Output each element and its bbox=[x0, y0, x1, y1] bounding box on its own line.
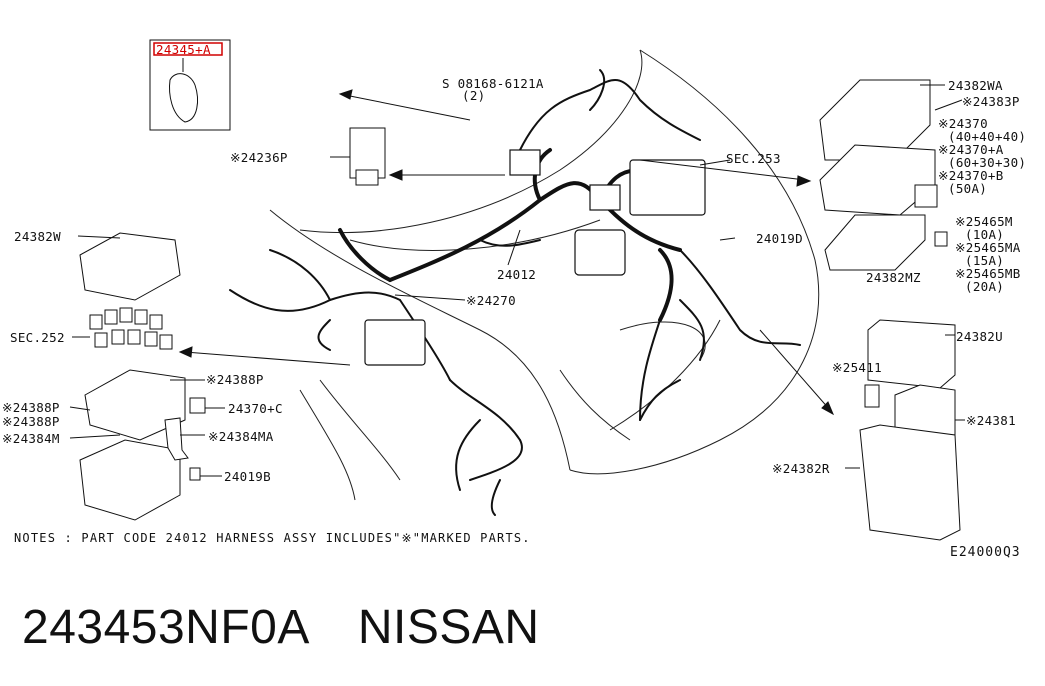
wiring-harness-diagram bbox=[69, 39, 965, 541]
relay-24370c bbox=[189, 397, 206, 414]
label-24012[interactable]: 24012 bbox=[497, 267, 537, 282]
fuse-box-engine bbox=[629, 159, 706, 216]
label-24382u[interactable]: 24382U bbox=[956, 329, 1003, 344]
label-sec253[interactable]: SEC.253 bbox=[726, 151, 781, 166]
harness-branch-left bbox=[229, 289, 401, 312]
diagram-notes: NOTES : PART CODE 24012 HARNESS ASSY INC… bbox=[14, 531, 531, 545]
label-25465m[interactable]: ※25465M bbox=[955, 214, 1013, 229]
label-24388p-left1[interactable]: ※24388P bbox=[2, 400, 60, 415]
arrow-to-sec252 bbox=[184, 351, 351, 366]
cover-24382u bbox=[867, 319, 956, 389]
label-08168-qty: (2) bbox=[462, 88, 486, 103]
label-24382wa[interactable]: 24382WA bbox=[948, 78, 1003, 93]
fuse-24370b bbox=[914, 184, 938, 208]
label-24381[interactable]: ※24381 bbox=[966, 413, 1016, 428]
label-24370a[interactable]: ※24370+A bbox=[938, 142, 1004, 157]
label-24236p[interactable]: ※24236P bbox=[230, 150, 288, 165]
label-24370c[interactable]: 24370+C bbox=[228, 401, 283, 416]
fuse-block-24382mz bbox=[824, 214, 926, 271]
label-sec252[interactable]: SEC.252 bbox=[10, 330, 65, 345]
block-24388p bbox=[84, 369, 186, 441]
body-outline-dash bbox=[619, 321, 706, 361]
body-outline-lower2 bbox=[319, 379, 401, 481]
bracket-24384ma bbox=[164, 417, 189, 461]
body-outline-lower bbox=[299, 389, 356, 501]
label-24382r[interactable]: ※24382R bbox=[772, 461, 830, 476]
part-caption: 243453NF0A NISSAN bbox=[22, 600, 540, 655]
frame-24384m bbox=[79, 439, 181, 521]
bolt-24019b bbox=[189, 467, 201, 481]
label-25465m-amp: (10A) bbox=[965, 227, 1005, 242]
label-24345a[interactable]: 24345+A bbox=[156, 42, 211, 57]
label-25465mb-amp: (20A) bbox=[965, 279, 1005, 294]
body-outline-inner bbox=[349, 219, 601, 251]
case-24382r bbox=[859, 424, 961, 541]
label-24382mz[interactable]: 24382MZ bbox=[866, 270, 921, 285]
body-outline-arc bbox=[569, 49, 820, 475]
relay-box-center bbox=[574, 229, 626, 276]
relay-cluster-sec252 bbox=[89, 307, 173, 350]
label-24370b-amp: (50A) bbox=[948, 181, 988, 196]
label-08168[interactable]: S 08168-6121A bbox=[442, 76, 544, 91]
harness-main-trunk bbox=[388, 181, 682, 282]
label-24388p-top[interactable]: ※24388P bbox=[206, 372, 264, 387]
part-24345a-shape bbox=[169, 73, 198, 123]
label-24019b[interactable]: 24019B bbox=[224, 469, 271, 484]
label-25411[interactable]: ※25411 bbox=[832, 360, 882, 375]
label-24388p-left2[interactable]: ※24388P bbox=[2, 414, 60, 429]
label-24019d[interactable]: 24019D bbox=[756, 231, 803, 246]
body-outline-upper bbox=[299, 49, 643, 233]
junction-block-left bbox=[364, 319, 426, 366]
label-24384m[interactable]: ※24384M bbox=[2, 431, 60, 446]
label-25465ma[interactable]: ※25465MA bbox=[955, 240, 1021, 255]
body-outline-right bbox=[609, 319, 721, 431]
body-outline-left bbox=[269, 209, 571, 471]
label-24370[interactable]: ※24370 bbox=[938, 116, 988, 131]
cover-24382w bbox=[79, 232, 181, 301]
part-24345a-frame bbox=[149, 39, 231, 131]
label-25465mb[interactable]: ※25465MB bbox=[955, 266, 1021, 281]
label-24370a-amp: (60+30+30) bbox=[948, 155, 1027, 170]
diagram-code: E24000Q3 bbox=[950, 545, 1021, 560]
part-24345a-highlight bbox=[153, 42, 223, 56]
label-24383p[interactable]: ※24383P bbox=[962, 94, 1020, 109]
arrow-to-24345a bbox=[344, 94, 471, 121]
relay-25411 bbox=[864, 384, 880, 408]
fuse-25465m bbox=[934, 231, 948, 247]
cover-24382wa bbox=[819, 79, 931, 161]
arrow-to-fusebox-right bbox=[639, 159, 806, 181]
label-24370b[interactable]: ※24370+B bbox=[938, 168, 1004, 183]
arrow-to-relaybox-right bbox=[759, 329, 831, 411]
harness-branch-top bbox=[519, 79, 701, 151]
label-24382w[interactable]: 24382W bbox=[14, 229, 61, 244]
label-24384ma[interactable]: ※24384MA bbox=[208, 429, 274, 444]
label-24370-amp: (40+40+40) bbox=[948, 129, 1027, 144]
label-25465ma-amp: (15A) bbox=[965, 253, 1005, 268]
label-24270[interactable]: ※24270 bbox=[466, 293, 516, 308]
brand-name: NISSAN bbox=[357, 601, 540, 654]
part-number: 243453NF0A bbox=[22, 601, 310, 654]
